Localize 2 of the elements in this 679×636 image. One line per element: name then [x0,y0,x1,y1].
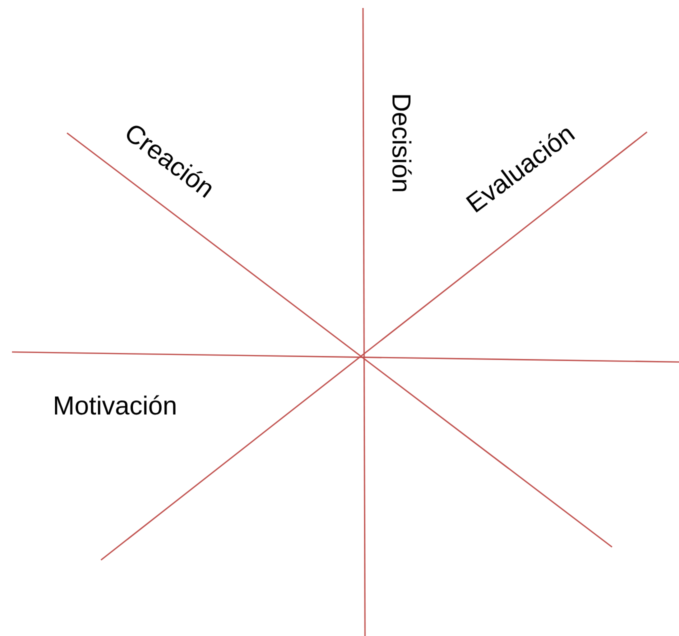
sector-label: Decisión [392,95,412,192]
sector-label: Motivación [55,395,176,415]
